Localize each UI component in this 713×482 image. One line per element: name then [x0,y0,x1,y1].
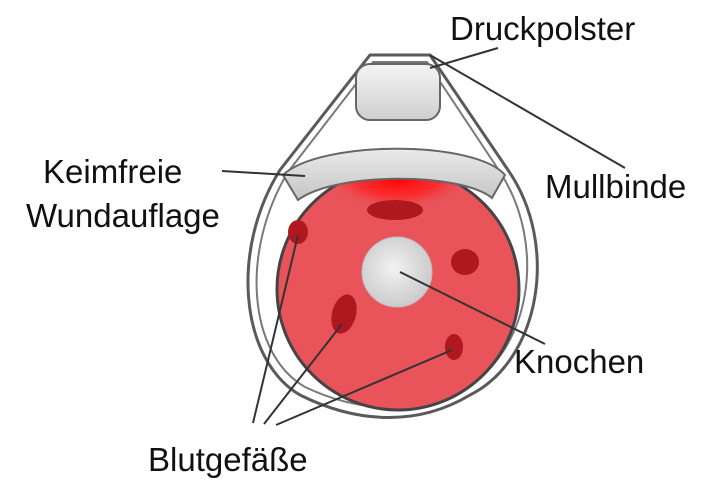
label-wundauflage-line2: Wundauflage [26,197,220,235]
leader-druckpolster [430,48,498,68]
pressure-pad [356,64,440,120]
vessel-right-low [445,334,463,360]
bone [362,237,432,307]
label-knochen: Knochen [514,343,644,381]
label-wundauflage-line1: Keimfreie [43,153,182,191]
vessel-top [367,200,423,220]
label-mullbinde: Mullbinde [545,168,686,206]
label-druckpolster: Druckpolster [450,10,635,48]
vessel-right [451,249,479,275]
vessel-left-top [288,220,308,244]
label-blutgefaesse: Blutgefäße [148,441,308,479]
